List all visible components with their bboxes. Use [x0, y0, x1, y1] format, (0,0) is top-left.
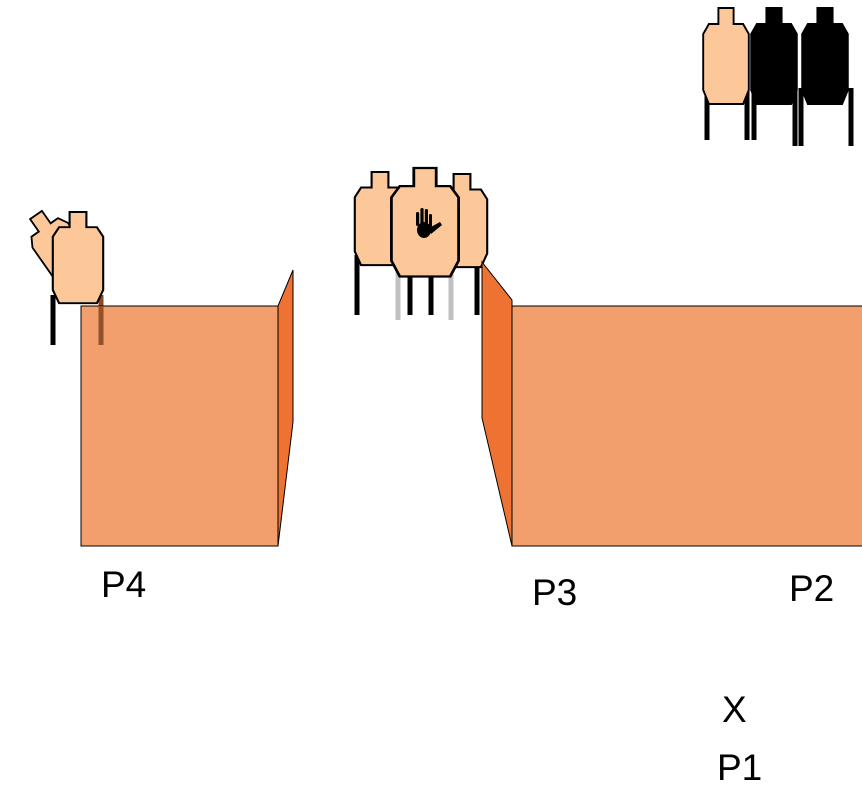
target-group-top-right — [702, 7, 854, 146]
target-black-2 — [801, 7, 849, 105]
position-label-p3: P3 — [532, 572, 578, 613]
start-marker-x: X — [722, 689, 747, 730]
target-group-center — [353, 166, 489, 320]
position-label-p2: P2 — [789, 568, 835, 609]
target-paper — [702, 7, 750, 105]
wall-left — [80, 269, 294, 547]
target-black-1 — [750, 7, 798, 105]
position-label-p4: P4 — [101, 564, 147, 605]
hand-icon — [416, 208, 442, 238]
wall-right — [481, 260, 862, 547]
position-label-p1: P1 — [717, 747, 763, 788]
